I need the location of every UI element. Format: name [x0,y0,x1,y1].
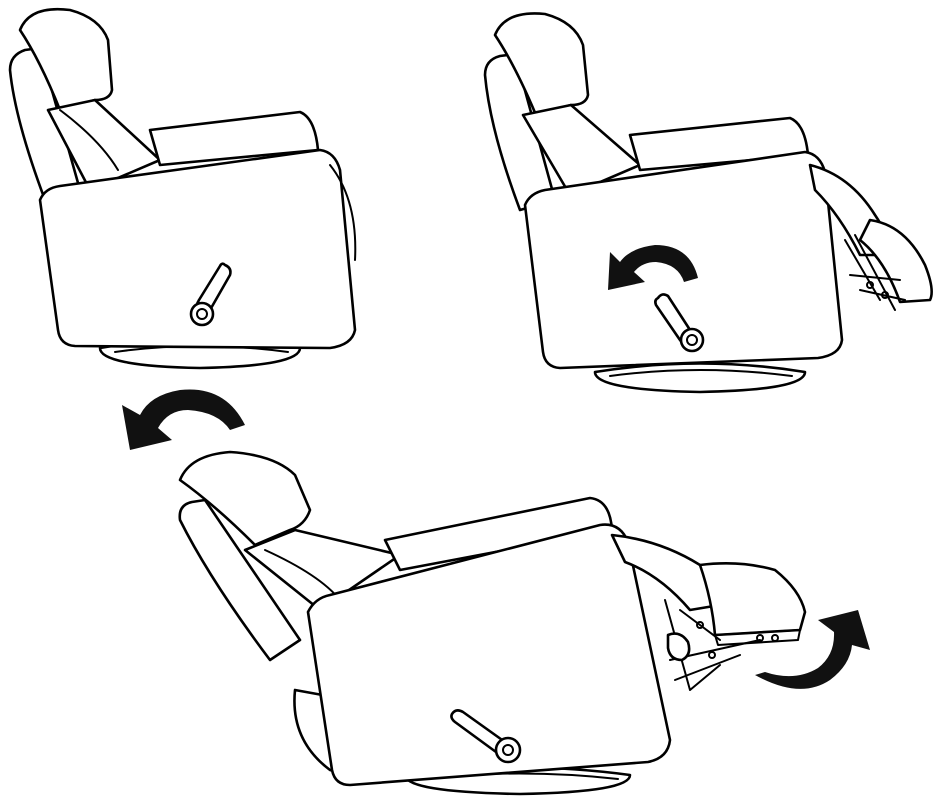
backrest [10,9,160,200]
swivel-base [595,364,805,393]
chair-upright [10,9,355,368]
arrow-left-curved-icon [122,389,245,450]
chair-footrest-raised [485,13,932,392]
chair-fully-reclined [180,452,870,794]
